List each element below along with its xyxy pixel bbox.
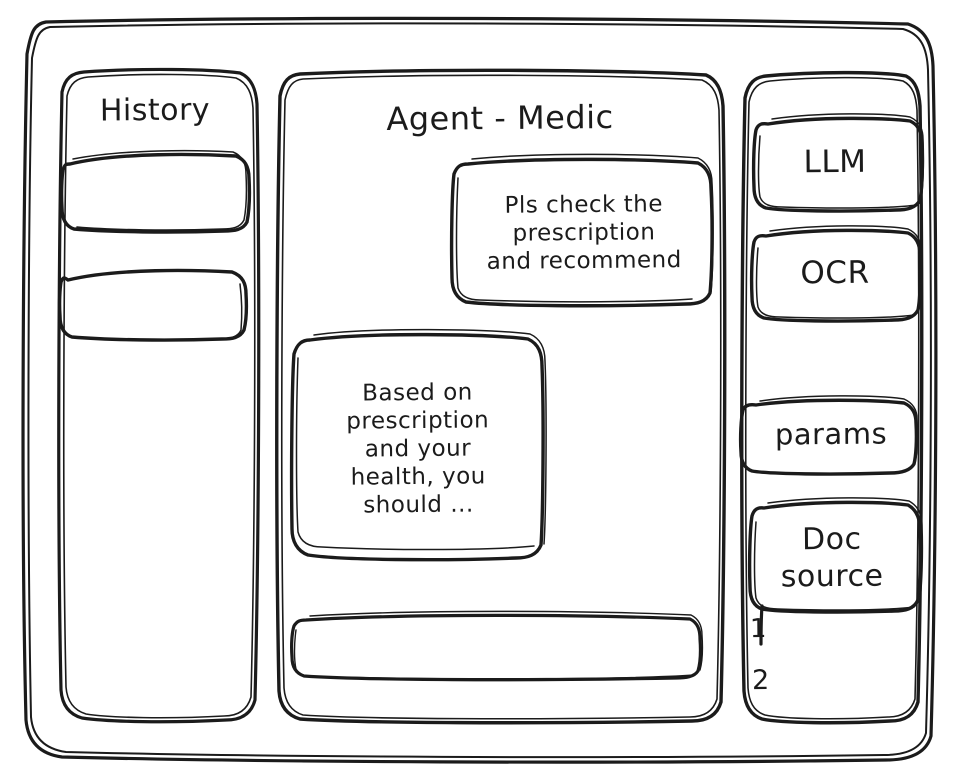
doc-source-list-item-2[interactable]	[748, 662, 788, 700]
llm-button[interactable]	[753, 114, 924, 212]
user-message-bubble[interactable]	[451, 156, 714, 306]
ocr-button[interactable]	[751, 226, 922, 322]
doc-source-list-item-1[interactable]	[748, 612, 788, 648]
history-item-2[interactable]	[58, 266, 248, 341]
doc-source-button[interactable]	[749, 498, 923, 613]
params-button[interactable]	[740, 396, 918, 475]
assistant-message-bubble[interactable]	[291, 332, 546, 560]
composer-input[interactable]	[291, 612, 703, 680]
history-item-1[interactable]	[60, 150, 250, 232]
